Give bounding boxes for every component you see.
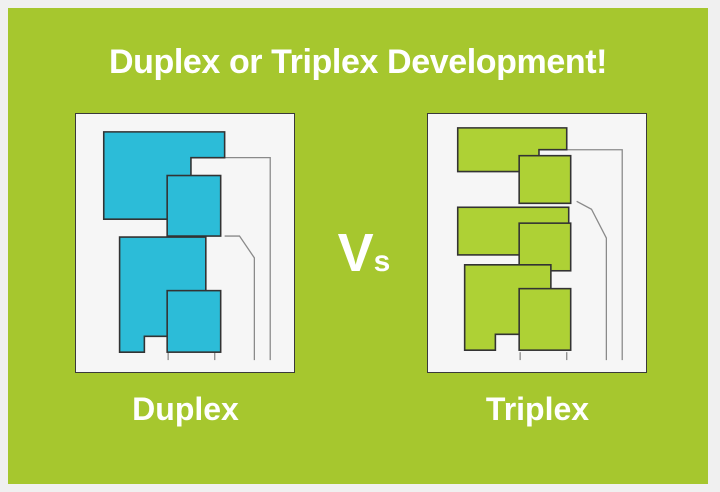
triplex-middle-garage [518,222,572,272]
page-title: Duplex or Triplex Development! [108,43,608,81]
triplex-driveway-lines [519,149,623,361]
versus-mark: Vs [326,226,402,280]
triplex-caption: Triplex [485,391,590,427]
duplex-driveway-lines [167,157,271,361]
duplex-caption: Duplex [132,391,239,427]
green-background-panel: Duplex or Triplex Development! [8,8,708,484]
duplex-site-plan [75,113,295,373]
triplex-site-plan [427,113,647,373]
versus-letter-s: s [373,245,391,278]
duplex-site-svg [102,131,271,361]
duplex-upper-dwelling [102,131,226,220]
versus-letter-v: V [337,223,374,283]
triplex-upper-garage [518,154,572,205]
duplex-upper-garage [166,174,222,237]
duplex-lower-garage [166,289,222,353]
triplex-site-svg [456,127,623,361]
triplex-lower-garage [518,287,572,351]
